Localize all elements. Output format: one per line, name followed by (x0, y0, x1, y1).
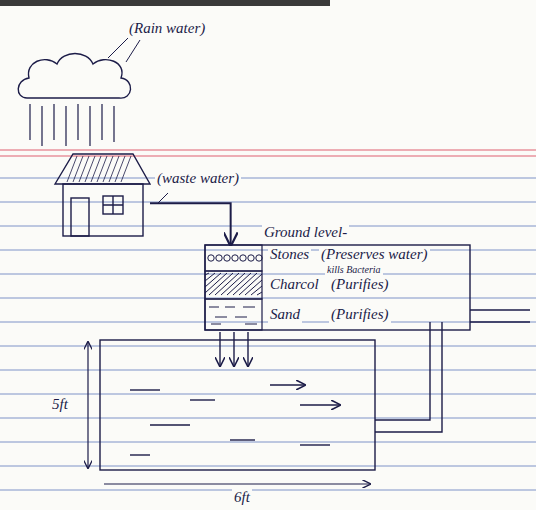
node-text: Charcol (268, 276, 321, 293)
filter-housing (205, 245, 530, 432)
node-text: (Purifies) (329, 276, 391, 293)
node-text: kills Bacteria (325, 264, 383, 276)
node-text: (Preserves water) (319, 246, 430, 263)
house: (waste water) (55, 148, 150, 240)
sand-fill (209, 307, 257, 324)
house-drawing (55, 154, 150, 236)
photo-edge (0, 0, 330, 6)
node-text: (waste water) (155, 170, 241, 187)
dimension-label: 5ft (50, 396, 70, 413)
node-text: Sand (268, 306, 302, 323)
node-text: (Rain water) (127, 20, 207, 37)
node-shape (55, 148, 150, 240)
outlet-pipe (470, 310, 530, 322)
dimension-arrows (88, 342, 370, 484)
margin-lines (0, 150, 536, 156)
layer-outline (205, 271, 262, 299)
node-text: Stones (268, 246, 311, 263)
stone-layer: Stones(Preserves water)kills Bacteria (205, 245, 262, 271)
charcoal-layer: Charcol(Purifies) (205, 271, 262, 299)
node-shape (205, 271, 262, 299)
storage-tank (100, 332, 375, 470)
node-text: (Purifies) (329, 306, 391, 323)
layer-outline (205, 245, 262, 271)
stones-fill (208, 255, 262, 261)
layer-outline (205, 299, 262, 330)
cloud-outline (18, 54, 130, 99)
node-shape (205, 299, 262, 330)
tank-outlet-pipe (375, 322, 442, 432)
dimension-label: 6ft (232, 489, 252, 506)
rain-lines (30, 104, 114, 146)
node-shape (205, 245, 262, 271)
rain-cloud: (Rain water) (15, 50, 135, 105)
node-shape (15, 50, 135, 105)
ground-level-label: Ground level- (262, 224, 349, 241)
ruled-lines (0, 178, 536, 490)
pipe-connector (150, 203, 231, 245)
charcoal-fill (205, 273, 262, 295)
sand-layer: Sand(Purifies) (205, 299, 262, 330)
